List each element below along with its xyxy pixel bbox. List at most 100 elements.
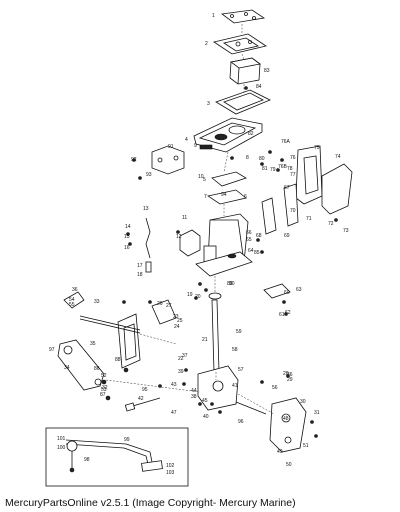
callout-77: 77 bbox=[290, 172, 296, 178]
callout-45: 45 bbox=[202, 398, 208, 404]
callout-84: 84 bbox=[256, 84, 262, 90]
callout-30: 30 bbox=[300, 399, 306, 405]
swivel-housing-57 bbox=[197, 365, 239, 411]
callout-53: 53 bbox=[101, 387, 107, 393]
assembly-lines bbox=[105, 24, 275, 415]
adapter-plate-4 bbox=[193, 117, 263, 153]
callout-96: 96 bbox=[238, 419, 244, 425]
callout-6: 6 bbox=[244, 194, 247, 200]
callout-58: 58 bbox=[232, 347, 238, 353]
callout-49: 49 bbox=[277, 449, 283, 455]
callout-98: 98 bbox=[84, 457, 90, 463]
callout-40: 40 bbox=[203, 414, 209, 420]
callout-29: 29 bbox=[287, 377, 293, 383]
callout-57: 57 bbox=[238, 367, 244, 373]
callout-80: 80 bbox=[259, 156, 265, 162]
callout-73: 73 bbox=[343, 228, 349, 234]
bracket-70 bbox=[261, 183, 299, 235]
callout-4: 4 bbox=[185, 137, 188, 143]
swivel-bracket-30 bbox=[117, 299, 177, 369]
callout-99: 99 bbox=[124, 437, 130, 443]
callout-68: 68 bbox=[256, 233, 262, 239]
callout-10: 10 bbox=[198, 174, 204, 180]
callout-55: 55 bbox=[69, 302, 75, 308]
callout-42: 42 bbox=[138, 396, 144, 402]
callout-2: 2 bbox=[205, 41, 208, 47]
callout-11: 11 bbox=[182, 215, 187, 221]
callout-56: 56 bbox=[272, 385, 278, 391]
callout-33: 33 bbox=[94, 299, 100, 305]
copyright-caption: MercuryPartsOnline v2.5.1 (Image Copyrig… bbox=[5, 497, 296, 509]
callout-66: 66 bbox=[246, 230, 252, 236]
callout-81: 81 bbox=[262, 166, 268, 172]
callout-5: 5 bbox=[203, 177, 206, 183]
callout-8: 8 bbox=[246, 155, 249, 161]
stern-bracket-right bbox=[269, 397, 307, 453]
callout-64: 64 bbox=[248, 248, 254, 254]
callout-86: 86 bbox=[94, 366, 100, 372]
callout-26: 26 bbox=[157, 301, 163, 307]
callout-12: 12 bbox=[176, 234, 182, 240]
callout-78: 78 bbox=[287, 166, 293, 172]
callout-24: 24 bbox=[174, 324, 180, 330]
adapter-plate-2 bbox=[213, 33, 267, 55]
bracket-91 bbox=[151, 145, 185, 175]
callout-62: 62 bbox=[285, 310, 291, 316]
callout-63: 63 bbox=[296, 287, 302, 293]
callout-93: 93 bbox=[146, 172, 152, 178]
callout-59: 59 bbox=[236, 329, 242, 335]
callout-14: 14 bbox=[125, 224, 131, 230]
callout-76b: 76B bbox=[278, 164, 288, 170]
callout-89: 89 bbox=[227, 281, 233, 287]
callout-13: 13 bbox=[143, 206, 149, 212]
callout-76a: 76A bbox=[281, 139, 291, 145]
callout-97: 97 bbox=[49, 347, 55, 353]
callout-9: 9 bbox=[194, 143, 197, 149]
callout-1: 1 bbox=[212, 13, 215, 19]
callout-35: 35 bbox=[90, 341, 96, 347]
callout-19: 19 bbox=[187, 292, 193, 298]
parts-artwork bbox=[45, 9, 353, 487]
callout-76: 76 bbox=[290, 155, 296, 161]
stern-bracket-left bbox=[57, 339, 105, 391]
callout-34: 34 bbox=[64, 365, 70, 371]
callout-52: 52 bbox=[101, 373, 107, 379]
callout-47: 47 bbox=[171, 410, 177, 416]
callout-38: 38 bbox=[191, 394, 197, 400]
pin-96 bbox=[235, 401, 267, 415]
gasket-5 bbox=[206, 171, 247, 205]
callout-91: 91 bbox=[168, 144, 174, 150]
fasteners bbox=[101, 86, 338, 438]
callout-72: 72 bbox=[328, 221, 334, 227]
callout-88: 88 bbox=[115, 357, 121, 363]
callout-50: 50 bbox=[286, 462, 292, 468]
callout-90: 90 bbox=[229, 281, 235, 287]
callout-74: 74 bbox=[335, 154, 341, 160]
side-cowl-74 bbox=[295, 145, 353, 215]
callout-28: 28 bbox=[283, 371, 289, 377]
gasket-3 bbox=[215, 89, 271, 115]
callout-92: 92 bbox=[131, 157, 137, 163]
callout-46: 46 bbox=[287, 372, 293, 378]
driveshaft-59 bbox=[208, 292, 222, 373]
callout-103: 103 bbox=[166, 470, 175, 476]
callout-83: 83 bbox=[264, 68, 270, 74]
callout-20: 20 bbox=[195, 294, 201, 300]
callout-48: 48 bbox=[283, 416, 289, 422]
callout-65: 65 bbox=[246, 237, 252, 243]
callout-31: 31 bbox=[314, 410, 320, 416]
callout-51: 51 bbox=[303, 443, 309, 449]
callout-70: 70 bbox=[290, 208, 296, 214]
callout-15: 15 bbox=[124, 234, 130, 240]
callout-67: 67 bbox=[284, 185, 290, 191]
callout-102: 102 bbox=[166, 463, 175, 469]
callout-85: 85 bbox=[254, 250, 260, 256]
callout-27: 27 bbox=[166, 303, 172, 309]
driveshaft-housing bbox=[179, 213, 253, 277]
callout-44: 44 bbox=[191, 388, 197, 394]
tilt-tube-33 bbox=[79, 315, 141, 334]
callout-21: 21 bbox=[202, 337, 208, 343]
callout-60: 60 bbox=[284, 290, 290, 296]
housing-83 bbox=[229, 57, 261, 85]
